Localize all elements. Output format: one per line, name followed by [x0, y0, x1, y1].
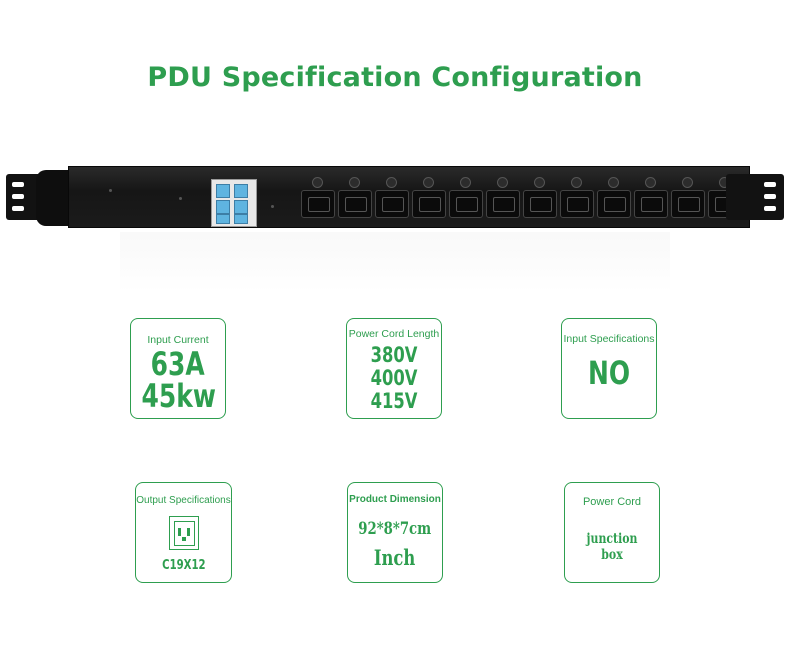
outlet-indicator [682, 177, 693, 188]
outlet-indicator [534, 177, 545, 188]
output-specifications-label: Output Specifications [136, 495, 231, 506]
product-dimension-unit: Inch [374, 545, 416, 570]
product-dimension-value: 92*8*7cm [358, 519, 432, 539]
input-power-value: 45kw [141, 377, 216, 415]
cord-entry-cap [36, 170, 70, 226]
output-specifications-value: C19X12 [161, 558, 206, 573]
outlet-indicator [386, 177, 397, 188]
page-title: PDU Specification Configuration [147, 62, 643, 93]
breaker-panel [211, 179, 257, 227]
input-specifications-value: NO [587, 354, 631, 392]
c19-socket-icon [168, 516, 199, 550]
input-specifications-card: Input Specifications NO [561, 318, 657, 419]
voltage-400: 400V [370, 366, 418, 390]
c19-outlet [301, 190, 335, 218]
voltage-415: 415V [370, 389, 418, 413]
c19-outlet [634, 190, 668, 218]
voltage-380: 380V [370, 343, 418, 367]
power-cord-value: junction box [586, 531, 638, 563]
c19-outlet [412, 190, 446, 218]
c19-outlet [486, 190, 520, 218]
outlet-indicator [645, 177, 656, 188]
power-cord-length-label: Power Cord Length [348, 328, 440, 340]
product-dimension-label: Product Dimension [349, 494, 441, 505]
c19-outlet [375, 190, 409, 218]
input-current-label: Input Current [147, 334, 209, 346]
product-dimension-card: Product Dimension 92*8*7cm Inch [347, 482, 443, 583]
outlet-indicator [571, 177, 582, 188]
power-cord-label: Power Cord [582, 496, 642, 508]
outlet-indicator [312, 177, 323, 188]
power-cord-length-card: Power Cord Length 380V 400V 415V [346, 318, 442, 419]
c19-outlet [523, 190, 557, 218]
outlet-indicator [497, 177, 508, 188]
c19-outlet [338, 190, 372, 218]
pdu-strip-icon [6, 164, 784, 228]
outlet-indicator [349, 177, 360, 188]
c19-outlet [449, 190, 483, 218]
outlet-indicator [423, 177, 434, 188]
input-current-value: 63A [150, 345, 206, 383]
c19-outlet [597, 190, 631, 218]
input-specifications-label: Input Specifications [563, 333, 655, 345]
c19-outlet [560, 190, 594, 218]
outlet-indicator [608, 177, 619, 188]
output-specifications-card: Output Specifications C19X12 [135, 482, 232, 583]
input-current-card: Input Current 63A 45kw [130, 318, 226, 419]
mounting-bracket-right [726, 174, 784, 220]
pdu-shadow [120, 232, 670, 292]
c19-outlet [671, 190, 705, 218]
outlet-indicator [460, 177, 471, 188]
power-cord-card: Power Cord junction box [564, 482, 660, 583]
pdu-body [68, 166, 750, 228]
